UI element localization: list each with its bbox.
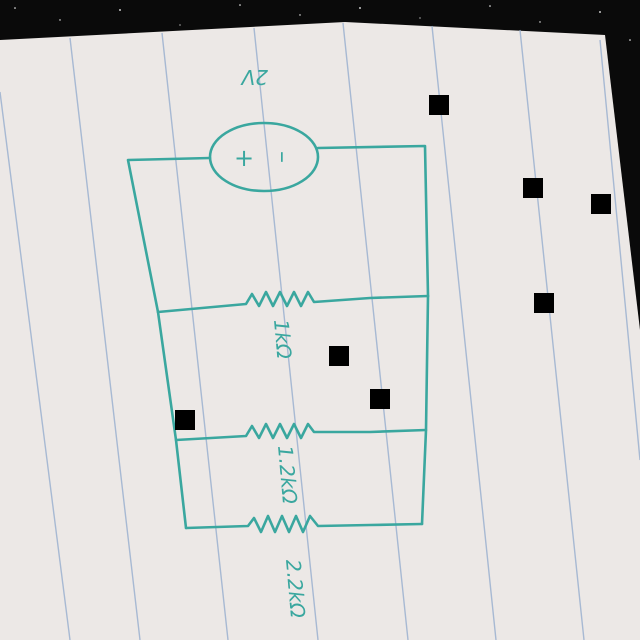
resistor-r1-label: 1kΩ [269,318,296,360]
occluder [534,293,554,313]
occlusion-squares [175,95,611,430]
wire-top-right [316,144,430,298]
occluder [429,95,449,115]
circuit-diagram: + – 2V 1kΩ 1.2kΩ 2.2kΩ [126,65,430,620]
source-minus-sign: – [269,151,297,163]
paper-sheet [0,22,640,640]
wire-top-left [126,156,212,314]
resistor-r2-label: 1.2kΩ [273,444,302,505]
resistor-r2 [174,422,428,442]
voltage-source-symbol [208,121,320,193]
resistor-r3 [184,514,424,534]
occluder [370,389,390,409]
resistor-r1 [156,290,430,314]
occluder [523,178,543,198]
occluder [175,410,195,430]
source-voltage-label: 2V [240,65,268,89]
occluder [329,346,349,366]
ruled-lines [0,22,640,640]
source-plus-sign: + [234,144,254,172]
resistor-r3-label: 2.2kΩ [281,558,310,619]
occluder [591,194,611,214]
